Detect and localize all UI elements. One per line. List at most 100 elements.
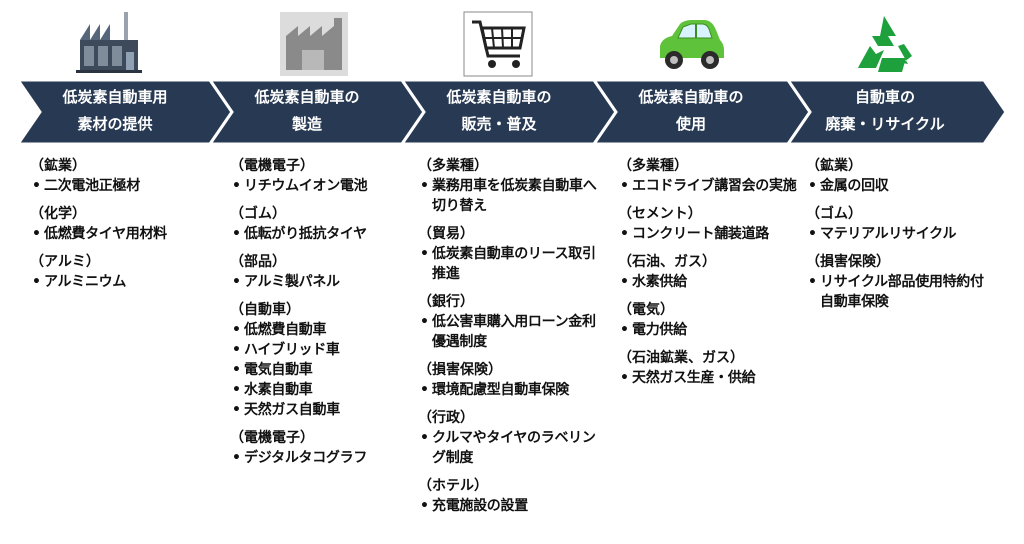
stage-3-banner-line-2: 販売・普及: [461, 115, 537, 133]
recycle-icon: [848, 10, 920, 78]
activity-text: エコドライブ講習会の実施: [632, 178, 797, 194]
bullet-icon: •: [620, 322, 629, 338]
industry-name: （銀行）: [418, 294, 474, 310]
stage-4-banner-line-1: 低炭素自動車の: [638, 88, 744, 106]
stage-chevron: [208, 80, 426, 144]
activity-text: 低炭素自動車のリース取引推進: [432, 246, 596, 282]
stage-4-banner-line-2: 使用: [675, 115, 706, 133]
activity-text: 低転がり抵抗タイヤ: [244, 226, 367, 242]
industry-group: （損害保険）•リサイクル部品使用特約付自動車保険: [806, 252, 996, 312]
activity-item: •デジタルタコグラフ: [230, 448, 420, 468]
bullet-icon: •: [620, 226, 629, 242]
industry-name: （アルミ）: [30, 254, 100, 270]
industry-name: （貿易）: [418, 226, 474, 242]
industry-group: （ホテル） •充電施設の設置: [418, 476, 608, 516]
stage-4-banner: 低炭素自動車の 使用: [596, 84, 786, 138]
stage-3-banner-line-1: 低炭素自動車の: [446, 88, 552, 106]
stage-chevron: [400, 80, 618, 144]
industry-name: （石油、ガス）: [618, 254, 716, 270]
activity-text: 低燃費タイヤ用材料: [44, 226, 167, 242]
activity-text: 低燃費自動車: [244, 322, 327, 338]
industry-name: （化学）: [30, 206, 86, 222]
bullet-icon: •: [32, 274, 41, 290]
activity-item: •アルミニウム: [30, 272, 220, 292]
stage-4-list: （多業種）•エコドライブ講習会の実施（セメント）•コンクリート舗装道路（石油、ガ…: [618, 156, 808, 396]
stage-2-list: （電機電子）•リチウムイオン電池（ゴム）•低転がり抵抗タイヤ（部品）•アルミ製パ…: [230, 156, 420, 476]
industry-group: （鉱業） •二次電池正極材: [30, 156, 220, 196]
activity-text: コンクリート舗装道路: [632, 226, 769, 242]
stage-5-banner-line-1: 自動車の: [854, 88, 915, 106]
bullet-icon: •: [232, 322, 241, 338]
activity-text: 水素自動車: [244, 382, 313, 398]
activity-item: •ハイブリッド車: [230, 340, 420, 360]
industry-name: （ゴム）: [230, 206, 286, 222]
stage-chevron: [16, 80, 234, 144]
stage-1-banner-line-2: 素材の提供: [77, 115, 153, 133]
industry-group: （セメント）•コンクリート舗装道路: [618, 204, 808, 244]
activity-item: •天然ガス生産・供給: [618, 368, 808, 388]
industry-group: （行政）•クルマやタイヤのラベリング制度: [418, 408, 608, 468]
bullet-icon: •: [232, 342, 241, 358]
industry-group: （電機電子）•デジタルタコグラフ: [230, 428, 420, 468]
bullet-icon: •: [808, 274, 817, 290]
industry-group: （ゴム）•マテリアルリサイクル: [806, 204, 996, 244]
activity-item: •エコドライブ講習会の実施: [618, 176, 808, 196]
building-icon: [278, 10, 350, 78]
bullet-icon: •: [620, 370, 629, 386]
stage-1-list: （鉱業）•二次電池正極材（化学）•低燃費タイヤ用材料（アルミ）•アルミニウム: [30, 156, 220, 300]
industry-name: （損害保険）: [418, 362, 502, 378]
industry-group: （アルミ） •アルミニウム: [30, 252, 220, 292]
bullet-icon: •: [620, 178, 629, 194]
bullet-icon: •: [420, 246, 429, 262]
activity-item: •低炭素自動車のリース取引推進: [418, 244, 608, 284]
car-icon: [654, 10, 726, 78]
bullet-icon: •: [420, 178, 429, 194]
bullet-icon: •: [620, 274, 629, 290]
activity-item: •金属の回収: [806, 176, 996, 196]
factory-icon: [74, 10, 146, 78]
industry-group: （電気） •電力供給: [618, 300, 808, 340]
bullet-icon: •: [32, 178, 41, 194]
stage-5-list: （鉱業） •金属の回収 （ゴム）•マテリアルリサイクル （損害保険）•リサイクル部品使…: [806, 156, 996, 320]
stage-3-banner: 低炭素自動車の 販売・普及: [404, 84, 594, 138]
activity-item: •天然ガス自動車: [230, 400, 420, 420]
bullet-icon: •: [808, 226, 817, 242]
bullet-icon: •: [420, 498, 429, 514]
industry-name: （電気）: [618, 302, 674, 318]
bullet-icon: •: [232, 274, 241, 290]
industry-group: （ゴム）•低転がり抵抗タイヤ: [230, 204, 420, 244]
industry-name: （自動車）: [230, 302, 300, 318]
industry-name: （ホテル）: [418, 478, 488, 494]
activity-item: •マテリアルリサイクル: [806, 224, 996, 244]
bullet-icon: •: [232, 402, 241, 418]
industry-group: （部品） •アルミ製パネル: [230, 252, 420, 292]
industry-name: （多業種）: [618, 158, 688, 174]
activity-text: アルミ製パネル: [244, 274, 340, 290]
stage-5-banner-line-2: 廃棄・リサイクル: [825, 115, 945, 133]
bullet-icon: •: [32, 226, 41, 242]
stage-1-banner: 低炭素自動車用 素材の提供: [20, 84, 210, 138]
activity-item: •低公害車購入用ローン金利優遇制度: [418, 312, 608, 352]
activity-text: アルミニウム: [44, 274, 127, 290]
activity-text: 電気自動車: [244, 362, 313, 378]
industry-name: （石油鉱業、ガス）: [618, 350, 744, 366]
activity-item: •水素供給: [618, 272, 808, 292]
bullet-icon: •: [420, 314, 429, 330]
activity-item: •低燃費自動車: [230, 320, 420, 340]
activity-text: 充電施設の設置: [432, 498, 528, 514]
industry-group: （損害保険）•環境配慮型自動車保険: [418, 360, 608, 400]
industry-name: （部品）: [230, 254, 286, 270]
activity-text: リサイクル部品使用特約付自動車保険: [820, 274, 984, 310]
activity-text: 二次電池正極材: [44, 178, 140, 194]
bullet-icon: •: [808, 178, 817, 194]
bullet-icon: •: [232, 382, 241, 398]
industry-group: （多業種） •エコドライブ講習会の実施: [618, 156, 808, 196]
industry-group: （貿易） •低炭素自動車のリース取引推進: [418, 224, 608, 284]
activity-text: クルマやタイヤのラベリング制度: [432, 430, 596, 466]
industry-name: （鉱業）: [30, 158, 86, 174]
industry-name: （鉱業）: [806, 158, 862, 174]
activity-text: マテリアルリサイクル: [820, 226, 957, 242]
activity-text: 業務用車を低炭素自動車へ切り替え: [432, 178, 597, 214]
activity-item: •電力供給: [618, 320, 808, 340]
activity-item: •コンクリート舗装道路: [618, 224, 808, 244]
